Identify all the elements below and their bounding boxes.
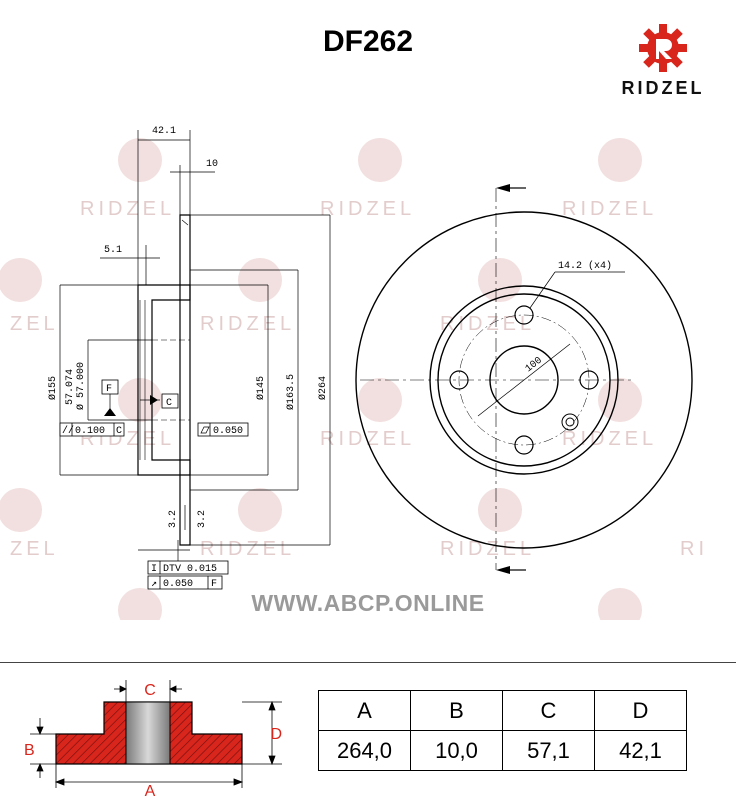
table-cell: 42,1 (594, 730, 687, 771)
parallelism-icon: // (62, 425, 74, 437)
dimension-scheme-diagram: C A B D (24, 680, 282, 800)
surface-finish: 3.2 (168, 510, 179, 528)
table-row: 264,0 10,0 57,1 42,1 (318, 730, 687, 771)
datum-c-box: C (161, 393, 179, 409)
datum-f-box: F (101, 379, 119, 395)
scheme-label-b: B (24, 742, 35, 759)
holes-label: 14.2 (x4) (558, 260, 612, 272)
center-bore (125, 701, 171, 765)
runout-frame: ↗ 0.050 F (147, 575, 223, 590)
svg-text:C: C (116, 426, 122, 437)
watermark-text: RIDZEL (200, 538, 295, 560)
brand-logo-gear-icon (639, 24, 687, 72)
surface-finish: 3.2 (197, 510, 208, 528)
svg-text:0.050: 0.050 (213, 426, 243, 437)
scheme-label-a: A (145, 783, 156, 800)
table-header-cell: D (594, 690, 687, 731)
dimension-table: A B C D 264,0 10,0 57,1 42,1 (318, 690, 687, 771)
dim-center-bore-min: Ø 57.000 (75, 362, 87, 410)
scheme-label-d: D (270, 726, 282, 743)
watermark-text: RIDZEL (562, 198, 657, 220)
svg-text:0.050: 0.050 (163, 579, 193, 590)
website-url: WWW.ABCP.ONLINE (251, 590, 485, 616)
table-header-cell: A (318, 690, 411, 731)
dim-offset: 5.1 (104, 245, 122, 256)
flatness-frame: 0.050 (197, 422, 249, 437)
table-header-cell: B (410, 690, 503, 731)
dim-diameter-163: Ø163.5 (285, 374, 297, 410)
dim-thickness: 10 (206, 159, 218, 170)
watermark-text: RIDZEL (440, 538, 535, 560)
svg-text:DTV 0.015: DTV 0.015 (163, 564, 217, 575)
watermark-text: RIDZEL (320, 198, 415, 220)
table-cell: 57,1 (502, 730, 595, 771)
table-header-cell: C (502, 690, 595, 731)
watermark-text: RIDZEL (320, 428, 415, 450)
svg-text:C: C (166, 398, 172, 409)
part-number-title: DF262 (322, 25, 414, 58)
dim-hub-depth: 42.1 (152, 126, 176, 137)
dim-diameter-145: Ø145 (255, 376, 267, 400)
thickness-icon: I (151, 564, 157, 575)
brand-name: RIDZEL (621, 78, 705, 98)
watermark-text: RIDZEL (80, 198, 175, 220)
pcd-label: 100 (524, 355, 545, 375)
dim-center-bore-max: 57.074 (65, 369, 76, 405)
section-divider (0, 662, 736, 663)
watermark-text: RI (680, 538, 708, 560)
dim-diameter-264: Ø264 (317, 376, 329, 400)
datum-markers (104, 395, 158, 416)
svg-text:F: F (211, 579, 217, 590)
parallelism-frame: // 0.100 C (59, 422, 125, 437)
technical-drawing: RIDZEL RIDZEL RIDZEL ZEL RIDZEL RIDZEL R… (0, 126, 708, 620)
table-cell: 10,0 (410, 730, 503, 771)
section-arrows (496, 184, 526, 574)
watermark-text: ZEL (10, 538, 59, 560)
watermark-text: RIDZEL (440, 313, 535, 335)
watermark-text: ZEL (10, 313, 59, 335)
disc-front-view (355, 188, 693, 570)
dimension-lines (59, 130, 331, 565)
runout-icon: ↗ (151, 579, 157, 590)
dtv-frame: I DTV 0.015 (147, 560, 229, 575)
flatness-icon (200, 426, 210, 434)
watermark-layer: RIDZEL RIDZEL RIDZEL ZEL RIDZEL RIDZEL R… (0, 138, 708, 620)
watermark-text: RIDZEL (200, 313, 295, 335)
dim-diameter-155: Ø155 (47, 376, 59, 400)
scheme-label-c: C (144, 682, 156, 699)
watermark-text: RIDZEL (562, 428, 657, 450)
table-cell: 264,0 (318, 730, 411, 771)
svg-text:0.100: 0.100 (75, 426, 105, 437)
table-header-row: A B C D (318, 690, 687, 731)
svg-text:F: F (106, 384, 112, 395)
